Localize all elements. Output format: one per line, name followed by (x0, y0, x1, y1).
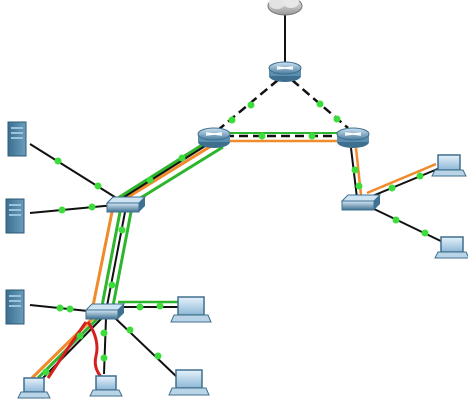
server-icon (5, 289, 25, 325)
status-dot (54, 157, 62, 165)
link-server-2-switch-mid[interactable] (29, 204, 116, 214)
laptop-bottom-middle[interactable] (89, 375, 123, 397)
status-dot (108, 281, 116, 289)
status-dot (258, 132, 266, 140)
laptop-icon (431, 154, 467, 177)
status-dot (421, 229, 429, 237)
status-dot (76, 332, 84, 340)
laptop-icon (434, 236, 468, 259)
status-dot (308, 132, 316, 140)
status-dot (126, 326, 134, 334)
laptop-icon (17, 377, 51, 399)
laptop-bottom-right[interactable] (170, 296, 212, 323)
laptop-right-bottom[interactable] (434, 236, 468, 259)
laptop-icon (170, 296, 212, 323)
laptop-icon (168, 369, 210, 396)
link-router-left-router-right[interactable] (225, 132, 350, 143)
link-switch-right-laptop-r1[interactable] (366, 162, 441, 198)
router-top[interactable] (268, 61, 302, 82)
status-dot (316, 100, 324, 108)
link-switch-bottom-laptop-4[interactable] (46, 317, 107, 380)
laptop-right-top[interactable] (431, 154, 467, 177)
laptop-bottom-far-right[interactable] (168, 369, 210, 396)
status-dot (351, 166, 359, 174)
status-dot (416, 172, 424, 180)
status-dot (228, 116, 236, 124)
link-status-dots (42, 100, 429, 376)
laptop-icon (89, 375, 123, 397)
link-switch-bottom-laptop-2[interactable] (114, 317, 179, 379)
server-1[interactable] (7, 121, 27, 157)
router-icon (197, 127, 231, 148)
link-switch-right-laptop-r2[interactable] (371, 207, 448, 245)
status-dot (178, 154, 186, 162)
router-left[interactable] (197, 127, 231, 148)
switch-mid[interactable] (105, 196, 147, 213)
server-3[interactable] (5, 289, 25, 325)
router-icon (268, 61, 302, 82)
status-dot (136, 303, 144, 311)
status-dot (88, 203, 96, 211)
laptop-bottom-left[interactable] (17, 377, 51, 399)
router-right[interactable] (336, 127, 370, 148)
status-dot (154, 352, 162, 360)
status-dot (156, 302, 164, 310)
switch-icon (105, 196, 147, 213)
switch-right[interactable] (340, 194, 382, 211)
server-2[interactable] (5, 198, 25, 234)
status-dot (118, 226, 126, 234)
status-dot (333, 115, 341, 123)
server-icon (7, 121, 27, 157)
switch-icon (84, 303, 126, 320)
link-switch-mid-switch-bottom[interactable] (91, 211, 133, 307)
status-dot (66, 305, 74, 313)
link-server-1-switch-mid[interactable] (29, 143, 119, 200)
switch-icon (340, 194, 382, 211)
status-dot (355, 182, 363, 190)
status-dot (56, 304, 64, 312)
links-layer (29, 10, 448, 380)
switch-bottom[interactable] (84, 303, 126, 320)
cloud-icon[interactable] (267, 0, 303, 16)
link-router-left-switch-mid[interactable] (117, 138, 224, 204)
server-icon (5, 198, 25, 234)
status-dot (58, 206, 66, 214)
status-dot (388, 184, 396, 192)
status-dot (146, 176, 154, 184)
status-dot (392, 216, 400, 224)
router-icon (336, 127, 370, 148)
status-dot (100, 329, 108, 337)
status-dot (94, 182, 102, 190)
status-dot (42, 368, 50, 376)
status-dot (100, 354, 108, 362)
status-dot (247, 101, 255, 109)
